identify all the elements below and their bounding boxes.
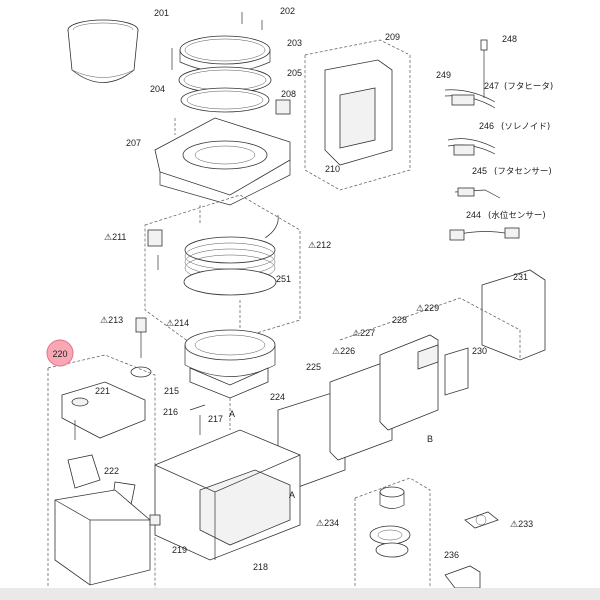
lid-ring-assembly-203 bbox=[171, 12, 272, 113]
label-207: 207 bbox=[126, 138, 141, 148]
control-board-stack bbox=[277, 269, 546, 491]
label-219: 219 bbox=[172, 545, 187, 555]
label-226: ⚠226 bbox=[332, 346, 355, 356]
label-231: 231 bbox=[513, 272, 528, 282]
wire-harness-group bbox=[444, 39, 520, 241]
motor-assembly-234 bbox=[354, 477, 431, 590]
label-209: 209 bbox=[385, 32, 400, 42]
label-218: 218 bbox=[253, 562, 268, 572]
part-236-bracket bbox=[444, 565, 481, 589]
highlight-marker-220[interactable]: 220 bbox=[46, 339, 74, 367]
label-246: 246 bbox=[479, 121, 494, 131]
label-230: 230 bbox=[472, 346, 487, 356]
label-234: ⚠234 bbox=[316, 518, 339, 528]
label-211: ⚠211 bbox=[104, 232, 126, 242]
part-208-block bbox=[275, 99, 291, 115]
label-222: 222 bbox=[104, 466, 119, 476]
label-245: 245 bbox=[472, 166, 487, 176]
label-215: 215 bbox=[164, 386, 179, 396]
highlight-label: 220 bbox=[52, 349, 67, 359]
label-247: 247 bbox=[484, 81, 499, 91]
lid-frame-209 bbox=[304, 39, 411, 191]
label-244: 244 bbox=[466, 210, 481, 220]
label-201: 201 bbox=[154, 8, 169, 18]
lower-housing-218 bbox=[154, 429, 301, 561]
label-208: 208 bbox=[281, 89, 296, 99]
note-244: (水位センサー) bbox=[488, 210, 546, 221]
label-224: 224 bbox=[270, 392, 285, 402]
part-211-bracket bbox=[147, 229, 163, 270]
label-210: 210 bbox=[325, 164, 340, 174]
label-233: ⚠233 bbox=[510, 519, 533, 529]
label-217: 217 bbox=[208, 414, 223, 424]
heater-coil-212 bbox=[144, 194, 301, 351]
part-213-sensor bbox=[130, 317, 152, 378]
label-213: ⚠213 bbox=[100, 315, 123, 325]
mark-a-1: A bbox=[229, 409, 235, 419]
label-236: 236 bbox=[444, 550, 459, 560]
note-245: (フタセンサー) bbox=[494, 167, 552, 177]
label-204: 204 bbox=[150, 84, 165, 94]
label-212: ⚠212 bbox=[308, 240, 331, 250]
label-203: 203 bbox=[287, 38, 302, 48]
label-214: ⚠214 bbox=[166, 318, 189, 328]
fan-233 bbox=[464, 511, 499, 529]
mark-b-1: B bbox=[427, 434, 433, 444]
water-tank-group-220 bbox=[47, 354, 161, 590]
label-216: 216 bbox=[163, 407, 178, 417]
label-225: 225 bbox=[306, 362, 321, 372]
heater-plate-214 bbox=[184, 329, 276, 399]
label-205: 205 bbox=[287, 68, 302, 78]
inner-pot-201 bbox=[67, 19, 139, 83]
mark-a-2: A bbox=[289, 490, 295, 500]
label-229: ⚠229 bbox=[416, 303, 439, 313]
label-227: ⚠227 bbox=[352, 328, 375, 338]
main-frame-207 bbox=[154, 117, 291, 206]
note-247: (フタヒータ) bbox=[504, 82, 553, 92]
label-249: 249 bbox=[436, 70, 451, 80]
label-248: 248 bbox=[502, 34, 517, 44]
note-246: (ソレノイド) bbox=[501, 122, 550, 132]
part-labels: 201 202 203 204 205 207 208 209 210 ⚠211… bbox=[95, 6, 553, 600]
label-221: 221 bbox=[95, 386, 110, 396]
bottom-scroll-strip bbox=[0, 588, 600, 600]
part-216-217 bbox=[189, 404, 206, 435]
label-251: 251 bbox=[276, 274, 291, 284]
label-202: 202 bbox=[280, 6, 295, 16]
label-228: 228 bbox=[392, 315, 407, 325]
